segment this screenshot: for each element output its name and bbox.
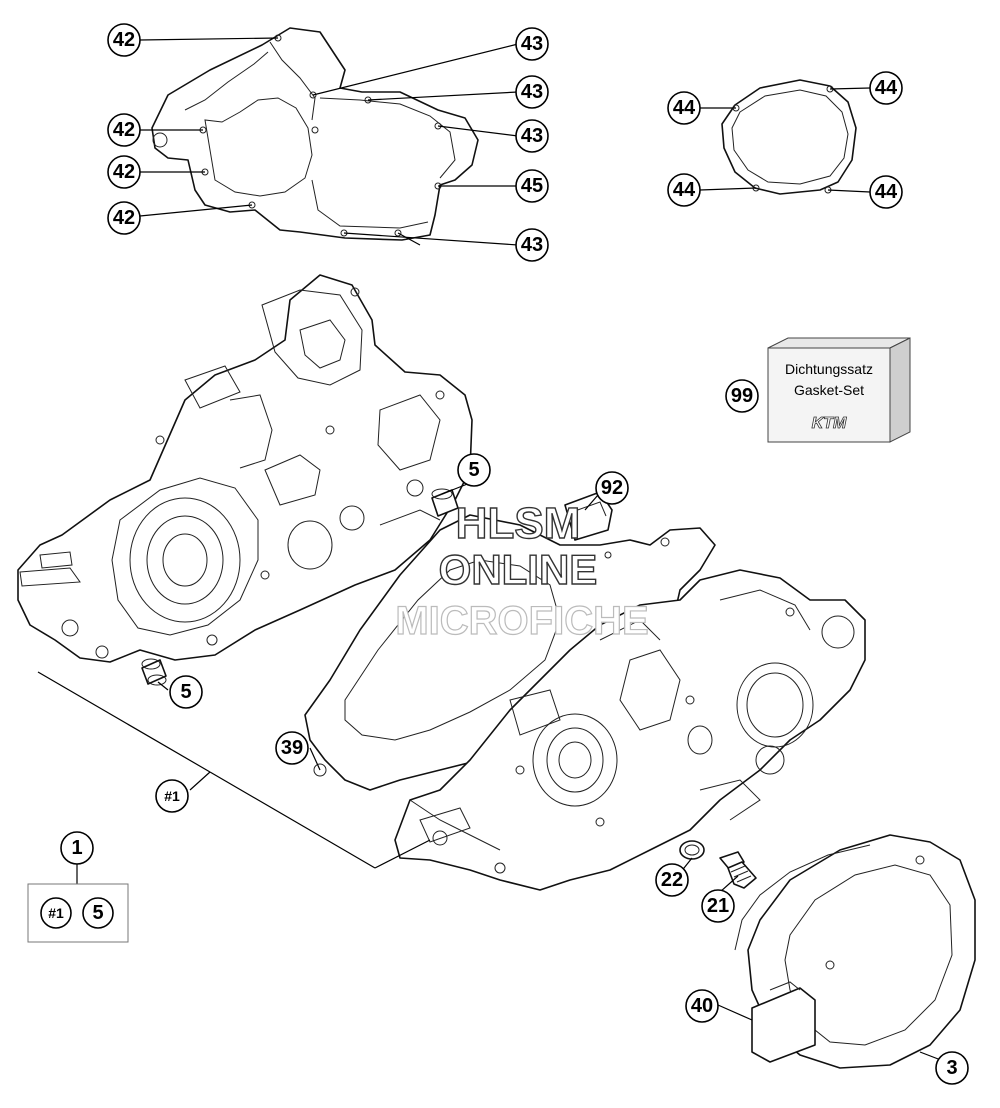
gasket-box-label-de: Dichtungssatz xyxy=(785,361,873,377)
watermark-line3: MICROFICHE xyxy=(395,599,648,643)
svg-text:44: 44 xyxy=(673,97,696,119)
svg-text:21: 21 xyxy=(707,895,729,917)
ignition-cover xyxy=(734,834,976,1069)
svg-text:99: 99 xyxy=(731,385,753,407)
svg-text:42: 42 xyxy=(113,161,135,183)
sealing-ring xyxy=(679,840,705,860)
callout-5-b[interactable]: 5 xyxy=(169,675,203,709)
callout-45[interactable]: 45 xyxy=(515,169,549,203)
callout-assembly-1[interactable]: #1 xyxy=(155,779,189,813)
svg-text:#1: #1 xyxy=(48,905,64,921)
right-crankcase-half xyxy=(394,569,866,891)
svg-text:1: 1 xyxy=(71,837,82,859)
svg-text:43: 43 xyxy=(521,81,543,103)
callout-42-c[interactable]: 42 xyxy=(107,155,141,189)
callout-39[interactable]: 39 xyxy=(275,731,309,765)
callout-43-d[interactable]: 43 xyxy=(515,228,549,262)
svg-text:43: 43 xyxy=(521,125,543,147)
callout-3[interactable]: 3 xyxy=(935,1051,969,1085)
svg-text:44: 44 xyxy=(875,77,898,99)
clutch-cover-gasket xyxy=(721,79,857,195)
callout-43-a[interactable]: 43 xyxy=(515,27,549,61)
dowel-sleeve-center xyxy=(431,488,459,517)
callout-43-b[interactable]: 43 xyxy=(515,75,549,109)
callout-21[interactable]: 21 xyxy=(701,889,735,923)
svg-text:44: 44 xyxy=(875,181,898,203)
svg-text:45: 45 xyxy=(521,175,543,197)
ktm-logo: KTM xyxy=(812,415,847,432)
watermark-line1: HLSM xyxy=(456,499,581,548)
svg-text:42: 42 xyxy=(113,207,135,229)
svg-text:39: 39 xyxy=(281,737,303,759)
callout-5-a[interactable]: 5 xyxy=(457,453,491,487)
assembly-bracket-lines xyxy=(37,671,431,869)
reed-plate xyxy=(564,491,613,541)
svg-text:5: 5 xyxy=(92,902,103,924)
drain-plug xyxy=(719,851,757,889)
callout-40[interactable]: 40 xyxy=(685,989,719,1023)
callout-42-a[interactable]: 42 xyxy=(107,23,141,57)
gasket-box-label-en: Gasket-Set xyxy=(794,382,864,398)
callout-42-b[interactable]: 42 xyxy=(107,113,141,147)
svg-text:22: 22 xyxy=(661,869,683,891)
leader-lines-top-right xyxy=(699,87,871,193)
svg-text:92: 92 xyxy=(601,477,623,499)
gasket-set-box: Dichtungssatz Gasket-Set KTM xyxy=(767,337,911,443)
svg-text:5: 5 xyxy=(468,459,479,481)
callout-99[interactable]: 99 xyxy=(725,379,759,413)
leader-lines-top-left xyxy=(139,37,519,246)
watermark: HLSM ONLINE MICROFICHE xyxy=(395,498,650,643)
left-crankcase-half xyxy=(17,274,473,663)
callout-44-c[interactable]: 44 xyxy=(667,173,701,207)
svg-text:42: 42 xyxy=(113,29,135,51)
svg-text:3: 3 xyxy=(946,1057,957,1079)
callout-22[interactable]: 22 xyxy=(655,863,689,897)
watermark-line2: ONLINE xyxy=(439,546,598,593)
callout-44-a[interactable]: 44 xyxy=(667,91,701,125)
callout-44-b[interactable]: 44 xyxy=(869,71,903,105)
callout-5-c[interactable]: 5 xyxy=(82,897,114,929)
dowel-sleeve-left xyxy=(141,658,167,686)
svg-text:43: 43 xyxy=(521,234,543,256)
svg-text:44: 44 xyxy=(673,179,696,201)
svg-text:43: 43 xyxy=(521,33,543,55)
svg-text:#1: #1 xyxy=(164,788,180,804)
crankcase-gasket xyxy=(151,27,479,241)
svg-text:40: 40 xyxy=(691,995,713,1017)
callout-1[interactable]: 1 xyxy=(60,831,94,865)
callout-43-c[interactable]: 43 xyxy=(515,119,549,153)
leader-lines-misc xyxy=(76,482,947,1063)
callout-42-d[interactable]: 42 xyxy=(107,201,141,235)
callout-92[interactable]: 92 xyxy=(595,471,629,505)
svg-text:5: 5 xyxy=(180,681,191,703)
callout-kit-assembly-1[interactable]: #1 xyxy=(40,897,72,929)
callout-44-d[interactable]: 44 xyxy=(869,175,903,209)
svg-text:42: 42 xyxy=(113,119,135,141)
